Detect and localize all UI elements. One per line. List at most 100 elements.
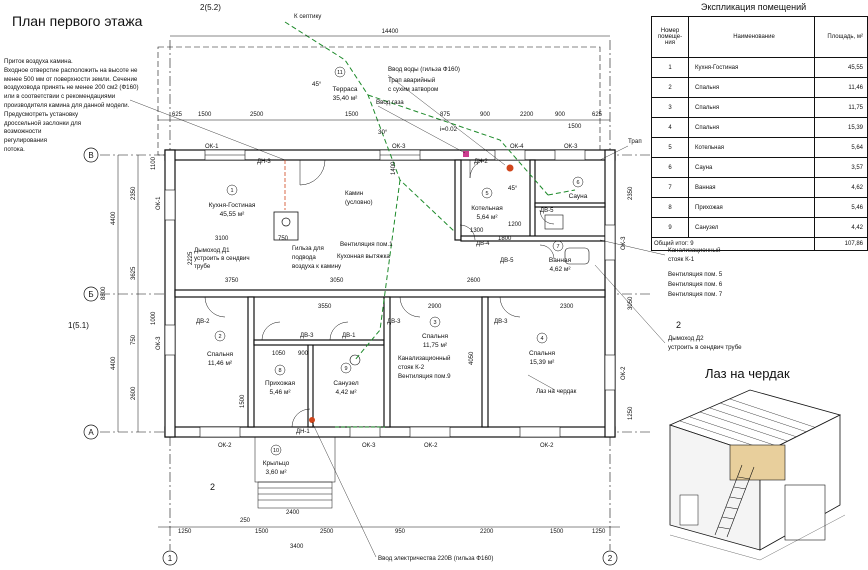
svg-text:45°: 45° (312, 81, 322, 88)
svg-text:35,40 м²: 35,40 м² (333, 95, 359, 102)
svg-text:1500: 1500 (240, 394, 246, 408)
svg-text:ДВ-3: ДВ-3 (300, 333, 314, 339)
svg-text:4: 4 (540, 336, 543, 342)
svg-text:5,64 м²: 5,64 м² (476, 214, 498, 221)
svg-text:1500: 1500 (568, 124, 582, 130)
svg-text:ОК-3: ОК-3 (564, 144, 578, 150)
room-schedule-title: Экспликация помещений (700, 2, 807, 12)
svg-text:1250: 1250 (628, 406, 634, 420)
svg-text:ДВ-2: ДВ-2 (196, 319, 210, 325)
svg-text:1500: 1500 (345, 112, 359, 118)
attic-hatch-isometric (668, 389, 846, 561)
svg-text:1400: 1400 (391, 161, 397, 175)
svg-text:ДВ-5: ДВ-5 (500, 258, 514, 264)
svg-text:Спальня: Спальня (422, 333, 449, 340)
svg-text:Прихожая: Прихожая (265, 380, 296, 387)
opening-tags: ОК-1 ОК-3 ОК-4 ОК-3 ОК-2 ОК-3 ОК-2 ОК-2 … (156, 144, 627, 449)
axis-markers: В Б А 1 2 1(5.1) 2(5.2) 2 2 (68, 3, 681, 566)
svg-text:1300: 1300 (470, 228, 484, 234)
svg-text:3,60 м²: 3,60 м² (265, 469, 287, 476)
svg-text:875: 875 (440, 112, 451, 118)
svg-text:1: 1 (230, 188, 233, 194)
svg-text:Вентиляция пом.9: Вентиляция пом.9 (398, 373, 451, 380)
svg-text:ДН-3: ДН-3 (257, 159, 271, 165)
svg-text:2600: 2600 (131, 386, 137, 400)
svg-text:стояк К-2: стояк К-2 (398, 364, 425, 371)
svg-text:ОК-2: ОК-2 (621, 366, 627, 380)
fireplace-air-note: Приток воздуха камина. Входное отверстие… (4, 58, 139, 155)
svg-text:6: 6 (576, 180, 579, 186)
windows-bottom (199, 426, 561, 438)
svg-text:2: 2 (210, 482, 215, 492)
water-inlet-marker (506, 164, 514, 172)
svg-text:Трап аварийный: Трап аварийный (388, 77, 436, 84)
wall-right (604, 149, 616, 438)
svg-text:11,46 м²: 11,46 м² (208, 360, 233, 367)
svg-text:ДВ-5: ДВ-5 (540, 208, 554, 214)
svg-text:2225: 2225 (188, 251, 194, 265)
svg-text:2300: 2300 (560, 304, 574, 310)
note-line: производителя камина для данной модели. (4, 101, 130, 109)
annotations: К септику Ввод воды (гильза Ф160) Трап а… (194, 13, 742, 562)
svg-text:3050: 3050 (628, 296, 634, 310)
svg-text:ДВ-4: ДВ-4 (476, 241, 490, 247)
svg-text:Ввод газа: Ввод газа (376, 99, 404, 106)
svg-text:3750: 3750 (225, 278, 239, 284)
svg-text:1250: 1250 (592, 529, 606, 535)
svg-text:2200: 2200 (480, 529, 494, 535)
svg-text:ДН-2: ДН-2 (474, 159, 488, 165)
svg-text:900: 900 (298, 351, 309, 357)
svg-text:2: 2 (676, 320, 681, 330)
svg-text:i=0.02: i=0.02 (440, 126, 458, 133)
note-line: менее 500 мм от поверхности земли. Сечен… (4, 75, 138, 83)
room-schedule-table: Номер помеще- ния Наименование Площадь, … (651, 16, 868, 251)
svg-text:Лаз на чердак: Лаз на чердак (536, 388, 577, 395)
svg-text:8: 8 (278, 368, 281, 374)
svg-text:Кухонная вытяжка: Кухонная вытяжка (337, 253, 390, 260)
svg-text:3400: 3400 (290, 544, 304, 550)
svg-text:(условно): (условно) (345, 199, 373, 206)
svg-text:30°: 30° (378, 129, 388, 136)
svg-text:4050: 4050 (469, 351, 475, 365)
room-labels: 1 Кухня-Гостиная 45,55 м² 2 Спальня 11,4… (207, 66, 588, 476)
svg-text:ОК-1: ОК-1 (205, 144, 219, 150)
svg-text:Гильза для: Гильза для (292, 245, 324, 252)
svg-text:ДВ-3: ДВ-3 (387, 319, 401, 325)
svg-text:9: 9 (344, 366, 347, 372)
svg-text:Котельная: Котельная (471, 205, 503, 212)
svg-text:45,55 м²: 45,55 м² (220, 211, 246, 218)
svg-text:Санузел: Санузел (333, 380, 359, 387)
dimensions-bottom: 1250 1500 2500 950 2200 1500 1250 3400 2… (158, 510, 620, 550)
svg-text:ОК-3: ОК-3 (392, 144, 406, 150)
door-swings (204, 159, 555, 428)
svg-text:625: 625 (172, 112, 183, 118)
svg-text:2900: 2900 (428, 304, 442, 310)
svg-text:625: 625 (592, 112, 603, 118)
note-line: Приток воздуха камина. (4, 58, 73, 65)
svg-text:4,62 м²: 4,62 м² (549, 266, 571, 273)
svg-text:1200: 1200 (508, 222, 522, 228)
svg-text:1500: 1500 (198, 112, 212, 118)
svg-text:Вентиляция пом. 5: Вентиляция пом. 5 (668, 271, 723, 278)
svg-text:750: 750 (131, 334, 137, 345)
svg-text:ОК-3: ОК-3 (362, 443, 376, 449)
note-line: Предусмотреть установку (4, 110, 79, 118)
porch-stairs (254, 436, 336, 509)
svg-text:1: 1 (168, 554, 173, 563)
note-line: возможности (4, 128, 42, 136)
svg-text:15,39 м²: 15,39 м² (530, 359, 556, 366)
svg-text:250: 250 (240, 518, 251, 524)
svg-text:2350: 2350 (131, 186, 137, 200)
note-line: регулирования (4, 137, 47, 145)
note-line: или в соответствии с рекомендациями (4, 93, 116, 101)
svg-text:ДН-1: ДН-1 (296, 429, 310, 435)
svg-text:2350: 2350 (628, 186, 634, 200)
svg-text:Ввод электричества 220В (гильз: Ввод электричества 220В (гильза Ф160) (378, 555, 493, 562)
windows-top (204, 149, 586, 161)
